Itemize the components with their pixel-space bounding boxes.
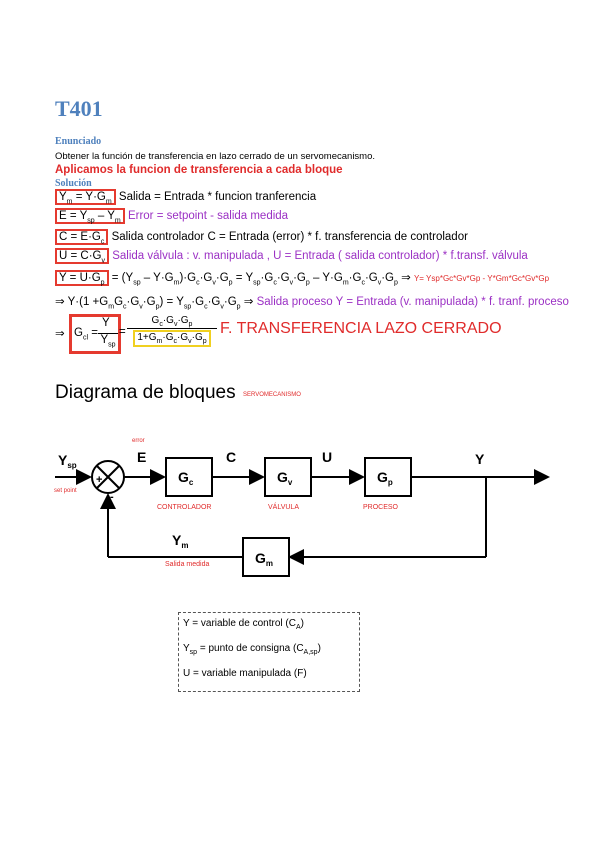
equation-line-5: Y = U·Gp = (Ysp – Y·Gm)·Gc·Gv·Gp = Ysp·G… — [55, 270, 549, 286]
solucion-heading: Solución — [55, 178, 92, 189]
gm-label: Gm — [255, 550, 273, 568]
enunciado-text: Obtener la función de transferencia en l… — [55, 151, 376, 162]
legend-line-3: U = variable manipulada (F) — [183, 668, 307, 679]
equation-box: U = C·Gv — [55, 248, 109, 264]
equation-box: E = Ysp – Ym — [55, 208, 125, 224]
ym-label: Ym — [172, 532, 188, 550]
closed-loop-label: F. TRANSFERENCIA LAZO CERRADO — [220, 320, 502, 337]
gp-block — [364, 457, 412, 497]
equation-box: Y = U·Gp — [55, 270, 109, 286]
equation-expansion: = (Ysp – Y·Gm)·Gc·Gv·Gp = Ysp·Gc·Gv·Gp –… — [111, 272, 411, 287]
gcl-box: Gcl = Y Ysp — [69, 314, 121, 354]
equation-line-4: U = C·Gv Salida válvula : v. manipulada … — [55, 248, 528, 264]
controlador-label: CONTROLADOR — [157, 504, 211, 511]
y-label: Y — [475, 451, 485, 467]
legend-line-2: Ysp = punto de consigna (CA,sp) — [183, 643, 321, 656]
equation-line-6: ⇒ Y·(1 +GmGc·Gv·Gp) = Ysp·Gc·Gv·Gp ⇒ Sal… — [55, 294, 569, 310]
setpoint-label: set point — [54, 488, 77, 494]
diagram-subtitle: SERVOMECANISMO — [243, 392, 301, 398]
gc-block — [165, 457, 213, 497]
variables-legend: Y = variable de control (CA) Ysp = punto… — [178, 612, 360, 692]
block-diagram: Ysp set point + - error E Gc CONTROLADOR… — [54, 438, 550, 577]
minus-sign: - — [110, 491, 114, 503]
equation-description: Salida controlador C = Entrada (error) *… — [111, 231, 468, 243]
equation-line-2: E = Ysp – Ym Error = setpoint - salida m… — [55, 208, 289, 224]
equation-line-1: Ym = Y·Gm Salida = Entrada * funcion tra… — [55, 189, 317, 205]
equation-description: Salida = Entrada * funcion tranferencia — [118, 191, 317, 203]
diagram-title: Diagrama de bloques — [55, 382, 236, 403]
page-title: T401 — [55, 96, 103, 121]
gv-block — [264, 457, 312, 497]
equation-line-3: C = E·Gc Salida controlador C = Entrada … — [55, 229, 468, 245]
plus-sign: + — [96, 474, 102, 486]
equation-description: Salida válvula : v. manipulada , U = Ent… — [112, 250, 528, 262]
legend-line-1: Y = variable de control (CA) — [183, 618, 304, 631]
ysp-label: Ysp — [58, 452, 77, 470]
u-label: U — [322, 449, 332, 465]
equation-box: C = E·Gc — [55, 229, 109, 245]
equation-description: Error = setpoint - salida medida — [127, 210, 289, 222]
gm-block — [242, 537, 290, 577]
salida-medida-label: Salida medida — [165, 561, 209, 568]
gp-label: Gp — [377, 469, 393, 487]
c-label: C — [226, 449, 236, 465]
gv-label: Gv — [277, 469, 293, 487]
fraction: Gc·Gv·Gp 1+Gm·Gc·Gv·Gp — [127, 315, 217, 347]
red-heading: Aplicamos la funcion de transferencia a … — [55, 164, 343, 176]
equation-box: Ym = Y·Gm — [55, 189, 116, 205]
proceso-label: PROCESO — [363, 504, 399, 511]
error-small-label: error — [132, 438, 145, 444]
equation-expansion: ⇒ Y·(1 +GmGc·Gv·Gp) = Ysp·Gc·Gv·Gp ⇒ — [55, 296, 254, 311]
e-label: E — [137, 449, 146, 465]
equation-description: Salida proceso Y = Entrada (v. manipulad… — [256, 296, 569, 308]
valvula-label: VÁLVULA — [268, 502, 299, 511]
enunciado-heading: Enunciado — [55, 136, 102, 147]
implies-symbol: ⇒ — [55, 328, 65, 340]
equation-note: Y= Ysp*Gc*Gv*Gp - Y*Gm*Gc*Gv*Gp — [413, 274, 550, 283]
gc-label: Gc — [178, 469, 194, 487]
